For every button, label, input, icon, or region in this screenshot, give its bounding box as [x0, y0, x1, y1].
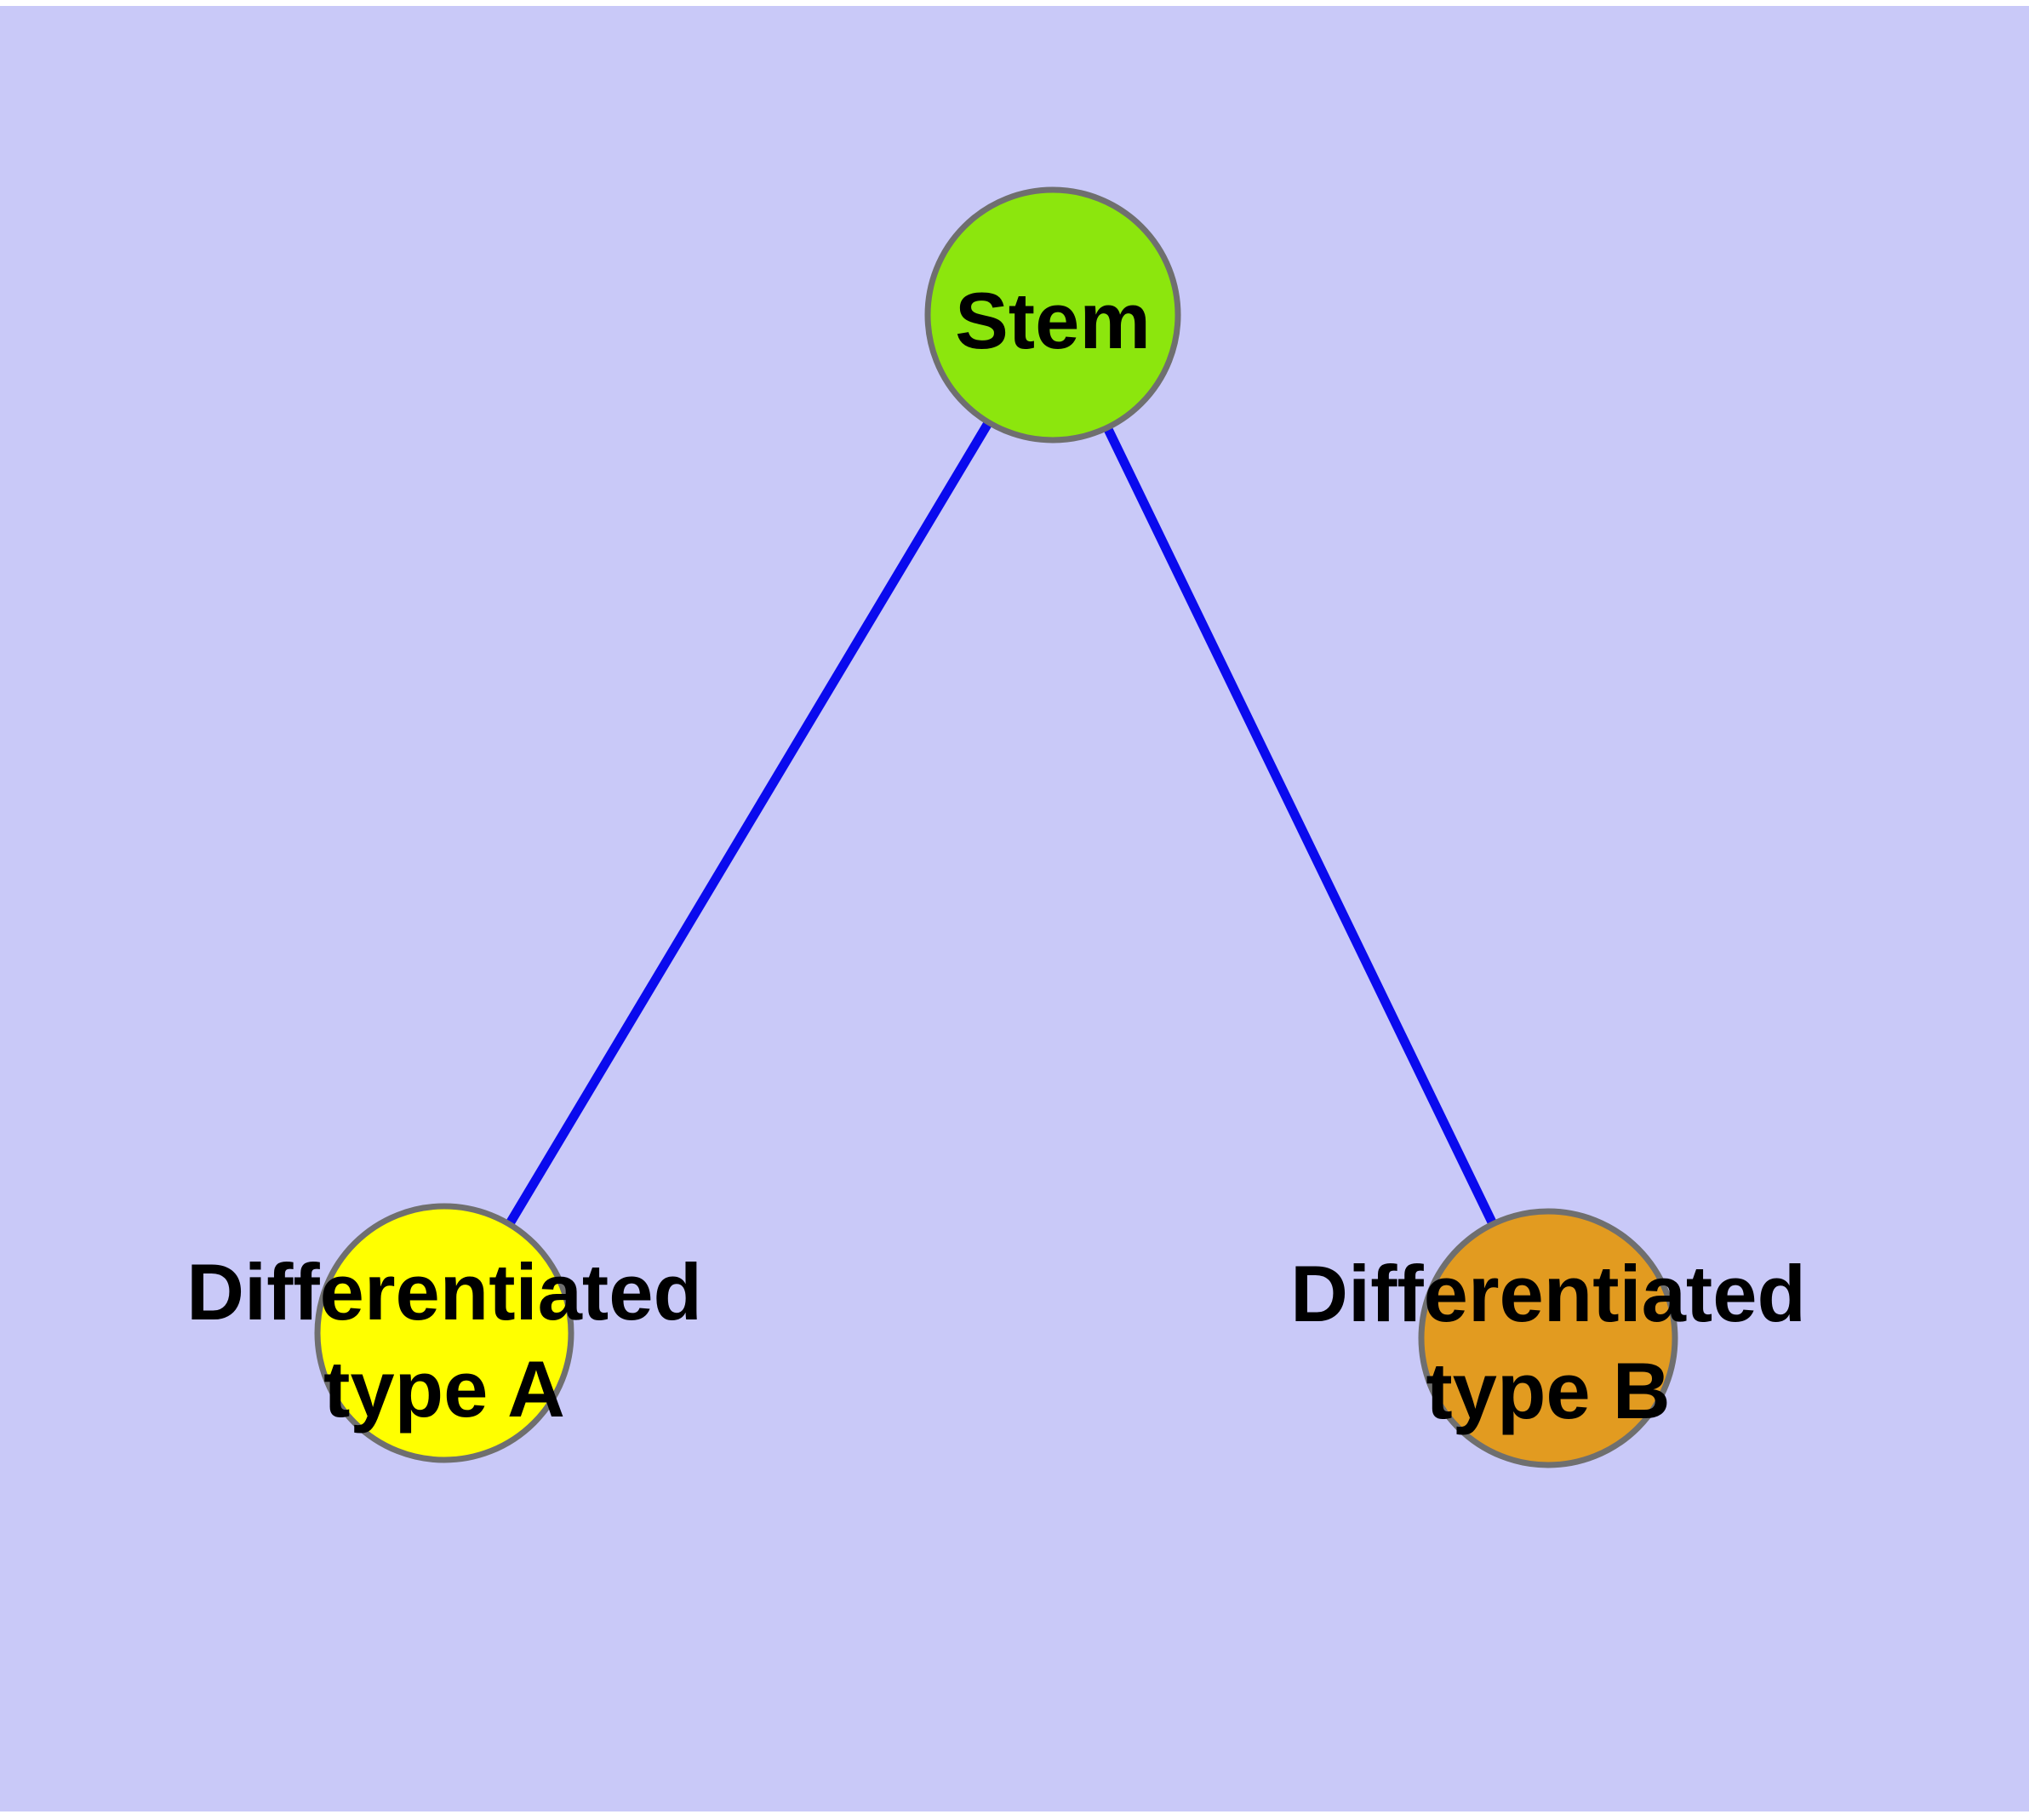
node-type-b-circle [1418, 1208, 1678, 1468]
node-type-a-label-line1: Differentiated [186, 1247, 702, 1336]
node-type-a-label-line2: type A [323, 1344, 565, 1434]
edge-stem-to-type-b [1049, 312, 1552, 1341]
node-type-b-label-line2: type B [1426, 1346, 1670, 1435]
node-stem-circle [924, 186, 1181, 444]
edge-stem-to-type-a [440, 312, 1057, 1336]
node-type-a-circle [314, 1203, 574, 1463]
node-stem-label: Stem [955, 276, 1151, 365]
node-type-b-label-line1: Differentiated [1290, 1249, 1806, 1338]
